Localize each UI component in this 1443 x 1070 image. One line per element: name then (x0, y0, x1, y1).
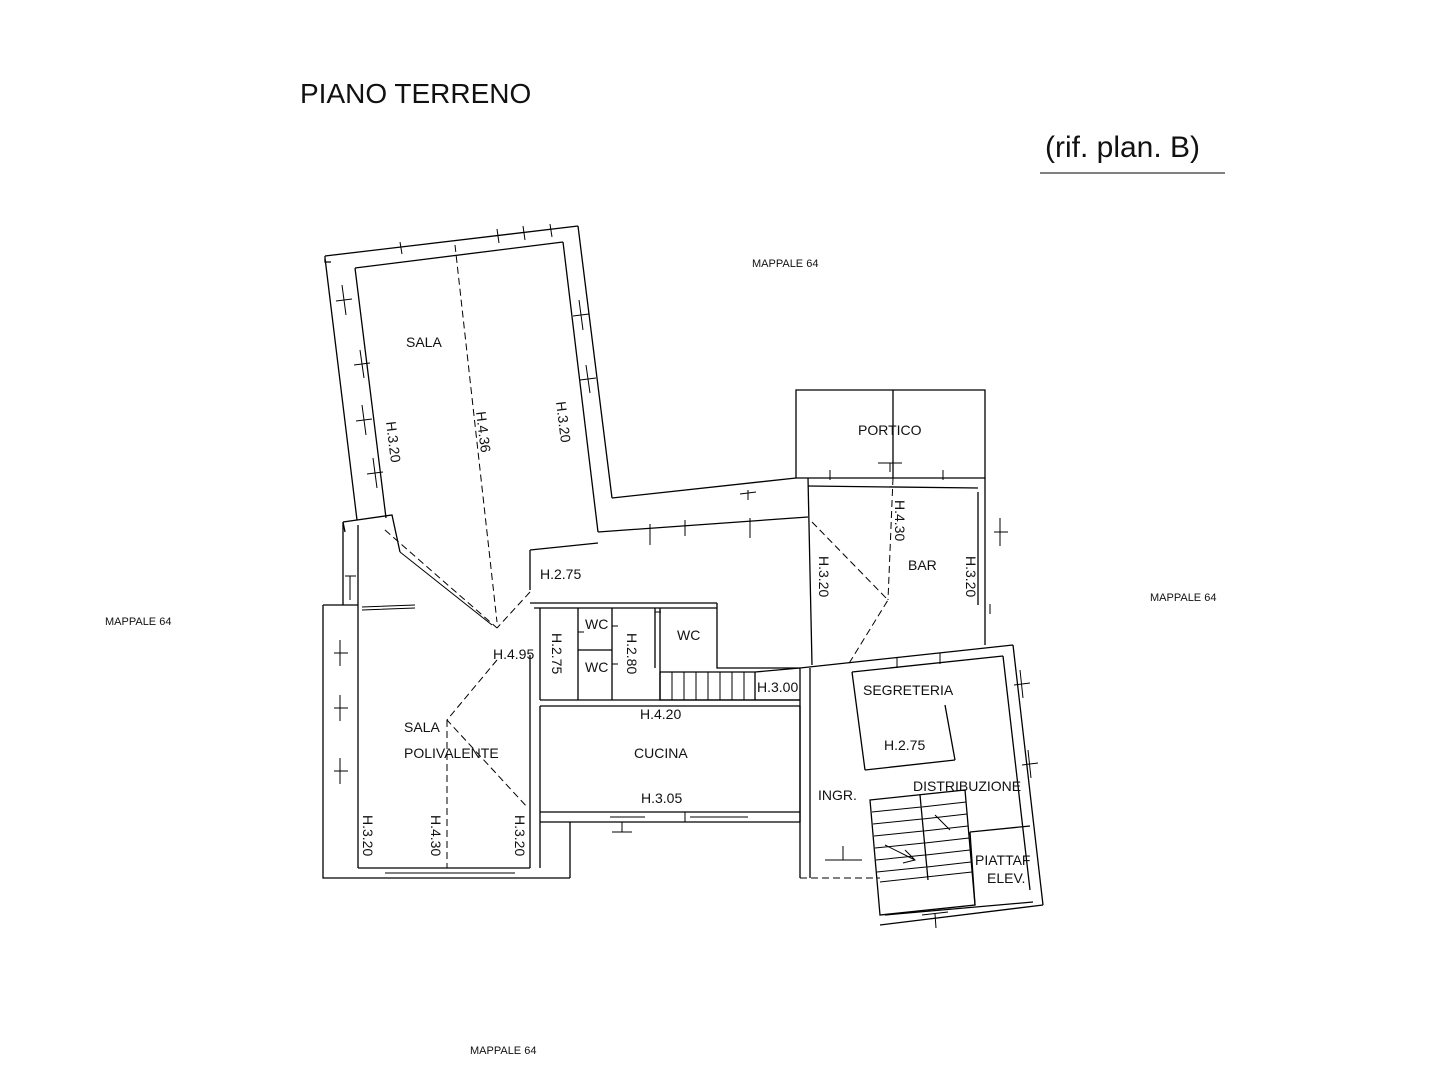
hall-diagonal-dashed (496, 591, 531, 629)
cucina-window-marks (610, 812, 748, 833)
sala-diagonal-solid (399, 551, 493, 626)
sala-height-right: H.3.20 (553, 400, 574, 443)
bar-height-left: H.3.20 (816, 556, 832, 597)
portico-room: PORTICO (795, 389, 986, 489)
bar-height-center: H.4.30 (892, 500, 908, 541)
reception-outer-walls (799, 644, 1044, 926)
plan-title: PIANO TERRENO (300, 78, 531, 109)
sala-wall-ticks (399, 223, 553, 255)
elevator-platform: PIATTAF ELEV. (969, 825, 1031, 906)
sala-polivalente-room: SALA POLIVALENTE H.3.20 H.4.30 H.3.20 (322, 522, 570, 879)
hall-east-wall (807, 477, 813, 666)
wc-label-a: WC (585, 616, 608, 632)
portico-label: PORTICO (858, 422, 922, 438)
elevator-label-line1: PIATTAF (975, 852, 1030, 868)
segreteria-walls (851, 671, 956, 771)
neighbor-right: MAPPALE 64 (1150, 592, 1216, 604)
hall-area: H.2.75 H.4.95 (493, 477, 813, 666)
wc-walls (530, 602, 800, 700)
polivalente-walls (322, 522, 570, 879)
hall-north-wall (597, 477, 809, 533)
polivalente-label-line2: POLIVALENTE (404, 745, 499, 761)
sala-height-left: H.3.20 (383, 420, 404, 463)
portico-walls (795, 389, 986, 489)
ingresso-door (825, 846, 862, 861)
stair-landing-height: H.3.00 (757, 679, 798, 695)
wc-label-b: WC (677, 627, 700, 643)
service-stair: H.3.00 (659, 667, 801, 701)
sala-walls (324, 225, 613, 533)
bar-diagonal-dashed (811, 521, 889, 666)
sala-window-marks (335, 284, 597, 489)
main-stair (869, 789, 976, 929)
service-stair-treads (671, 672, 745, 700)
ingresso-label: INGR. (818, 787, 857, 803)
neighbor-left: MAPPALE 64 (105, 616, 171, 628)
polivalente-height-left: H.3.20 (360, 815, 376, 856)
portico-door-mark (829, 462, 944, 480)
sala-diagonal-dashed (384, 529, 498, 629)
neighbor-bottom: MAPPALE 64 (470, 1045, 536, 1057)
bar-room: BAR H.4.30 H.3.20 H.3.20 (811, 477, 1008, 666)
main-stair-arrow (884, 814, 951, 864)
elevator-label-line2: ELEV. (987, 870, 1025, 886)
polivalente-door (345, 575, 416, 611)
neighbor-top: MAPPALE 64 (752, 258, 818, 270)
bar-east-wall (977, 478, 986, 645)
polivalente-label-line1: SALA (404, 719, 440, 735)
main-stair-bottom-door (921, 911, 949, 929)
main-stair-treads (871, 801, 973, 883)
bar-window-mark (989, 518, 1008, 614)
polivalente-height-center: H.4.30 (428, 815, 444, 856)
wc-label-c: WC (585, 659, 608, 675)
sala-corner-connector (342, 514, 401, 553)
polivalente-height-right: H.3.20 (512, 815, 528, 856)
bar-ridge-line (887, 477, 894, 601)
polivalente-ridge-lines (446, 659, 529, 868)
segreteria-door-marks (896, 653, 1039, 779)
wc-block: WC WC WC H.2.75 H.2.80 (530, 602, 800, 700)
polivalente-window-marks (334, 640, 348, 784)
sala-room: SALA H.3.20 H.4.36 H.3.20 (324, 223, 613, 629)
main-stair-outline (869, 789, 976, 916)
cucina-label: CUCINA (634, 745, 688, 761)
cucina-height-bottom: H.3.05 (641, 790, 682, 806)
wc-height-left: H.2.75 (549, 633, 565, 674)
reception-block: SEGRETERIA H.2.75 DISTRIBUZIONE INGR. (799, 644, 1044, 926)
wc-height-right: H.2.80 (624, 633, 640, 674)
hall-wall-ticks (649, 490, 757, 545)
cucina-height-top: H.4.20 (640, 706, 681, 722)
wc-door-marks (578, 611, 661, 665)
segreteria-label: SEGRETERIA (863, 682, 954, 698)
distribuzione-label: DISTRIBUZIONE (913, 778, 1021, 794)
junction-height: H.4.95 (493, 646, 534, 662)
plan-reference: (rif. plan. B) (1045, 131, 1200, 164)
sala-label: SALA (406, 334, 442, 350)
sala-ridge-line (454, 244, 498, 623)
bar-height-right: H.3.20 (963, 556, 979, 597)
segreteria-height: H.2.75 (884, 737, 925, 753)
bar-label: BAR (908, 557, 937, 573)
elevator-platform-walls (969, 825, 1031, 906)
hall-west-wall (529, 542, 599, 590)
cucina-room: CUCINA H.4.20 H.3.05 (529, 655, 801, 878)
sala-height-center: H.4.36 (473, 410, 494, 453)
hall-height: H.2.75 (540, 566, 581, 582)
